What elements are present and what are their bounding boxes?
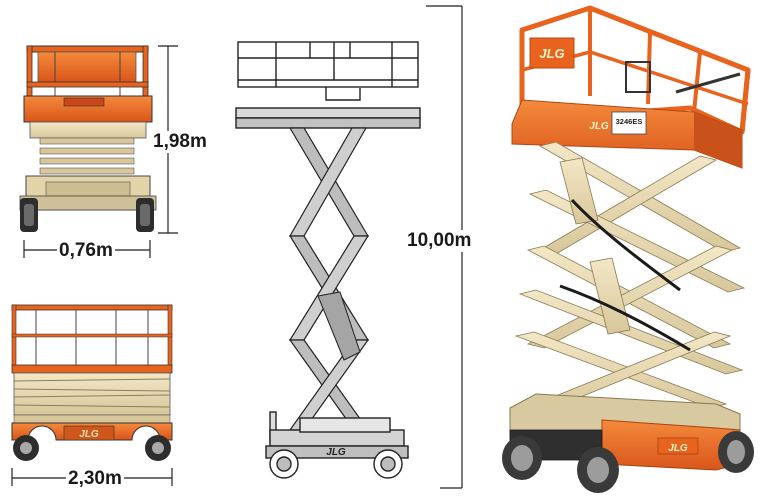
rail-logo: JLG [539, 46, 564, 61]
line-drawing-logo: JLG [326, 447, 346, 458]
platform-model: 3246ES [616, 117, 643, 126]
platform-logo: JLG [589, 121, 609, 132]
width-label: 0,76m [57, 240, 115, 262]
side-view: JLG [11, 304, 173, 486]
lift-render: JLG 3246ES JLG JLG [502, 5, 754, 493]
side-view-logo: JLG [79, 429, 99, 440]
length-label: 2,30m [66, 468, 124, 490]
elevated-line-drawing [235, 5, 463, 489]
chassis-logo: JLG [668, 443, 688, 454]
working-height-label: 10,00m [405, 230, 474, 252]
stowed-height-label: 1,98m [151, 131, 209, 153]
front-view [19, 45, 178, 258]
